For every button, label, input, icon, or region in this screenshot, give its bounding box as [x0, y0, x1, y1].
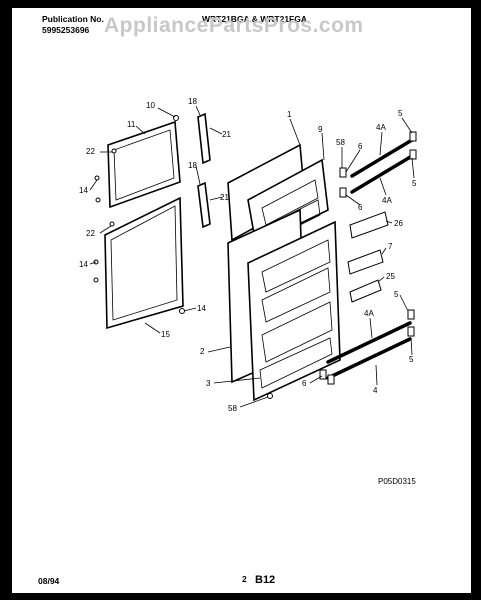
butter-compartment — [349, 211, 389, 239]
screw — [179, 308, 185, 314]
callout-label: 14 — [79, 260, 88, 269]
model-title: WRT21BGA & WRT21FGA — [202, 14, 307, 24]
screw — [111, 148, 117, 154]
callout-label: 6 — [302, 379, 307, 388]
upper-handle-rod — [350, 154, 414, 194]
callout-label: 22 — [86, 229, 95, 238]
handle-end-cap — [339, 167, 347, 178]
exploded-parts-diagram: 10 11 18 21 22 14 22 14 15 14 18 21 1 9 … — [79, 97, 417, 486]
callout-label: 9 — [318, 125, 323, 134]
footer-date: 08/94 — [38, 576, 60, 586]
callout-label: 58 — [228, 404, 237, 413]
callout-label: 4A — [382, 196, 392, 205]
handle-end-cap — [319, 369, 327, 380]
callout-label: 4 — [373, 386, 378, 395]
callout-label: 5 — [398, 109, 403, 118]
screw — [93, 277, 99, 283]
publication-label: Publication No. — [42, 14, 104, 24]
callout-label: 58 — [336, 138, 345, 147]
callout-label: 1 — [287, 110, 292, 119]
watermark: AppliancePartsPros.com — [104, 14, 364, 37]
diagram-sheet: Publication No. 5995253696 WRT21BGA & WR… — [12, 8, 471, 593]
handle-end-cap — [407, 309, 415, 320]
fresh-food-door-gasket — [104, 196, 184, 330]
callout-label: 5 — [394, 290, 399, 299]
callout-label: 6 — [358, 203, 363, 212]
callout-label: 21 — [222, 130, 231, 139]
callout-label: 18 — [188, 161, 197, 170]
callout-label: 18 — [188, 97, 197, 106]
callout-label: 14 — [197, 304, 206, 313]
handle-end-cap — [407, 326, 415, 337]
callout-label: 5 — [409, 355, 414, 364]
publication-number: 5995253696 — [42, 25, 90, 35]
handle-end-cap — [409, 149, 417, 160]
lower-handle-rod — [326, 337, 412, 380]
door-trim-strip — [197, 181, 211, 229]
callout-label: 4A — [376, 123, 386, 132]
callout-label: 11 — [127, 120, 136, 129]
callout-label: 22 — [86, 147, 95, 156]
screw — [94, 175, 100, 181]
shelf-bin — [347, 249, 384, 275]
door-trim-strip — [197, 112, 211, 165]
handle-end-cap — [327, 374, 335, 385]
footer-page-code: B12 — [255, 574, 276, 586]
screw — [109, 221, 115, 227]
fresh-food-door — [227, 208, 341, 402]
callout-label: 6 — [358, 142, 363, 151]
handle-end-cap — [339, 187, 347, 198]
screw — [95, 197, 101, 203]
upper-handle-rod — [350, 138, 414, 178]
callout-label: 10 — [146, 101, 155, 110]
egg-tray — [349, 279, 382, 303]
callout-label: 21 — [220, 193, 229, 202]
handle-end-cap — [409, 131, 417, 142]
callout-label: 25 — [386, 272, 395, 281]
freezer-door-gasket — [107, 120, 181, 209]
callout-label: 15 — [161, 330, 170, 339]
callout-label: 2 — [200, 347, 205, 356]
footer-page-prefix: 2 — [242, 574, 247, 584]
callout-label: 5 — [412, 179, 417, 188]
callout-label: 4A — [364, 309, 374, 318]
callout-label: 26 — [394, 219, 403, 228]
diagram-code: P05D0315 — [378, 477, 416, 486]
callout-label: 3 — [206, 379, 211, 388]
callout-label: 7 — [388, 242, 393, 251]
screw — [267, 393, 273, 399]
lower-handle-rod — [326, 321, 412, 364]
callout-label: 14 — [79, 186, 88, 195]
